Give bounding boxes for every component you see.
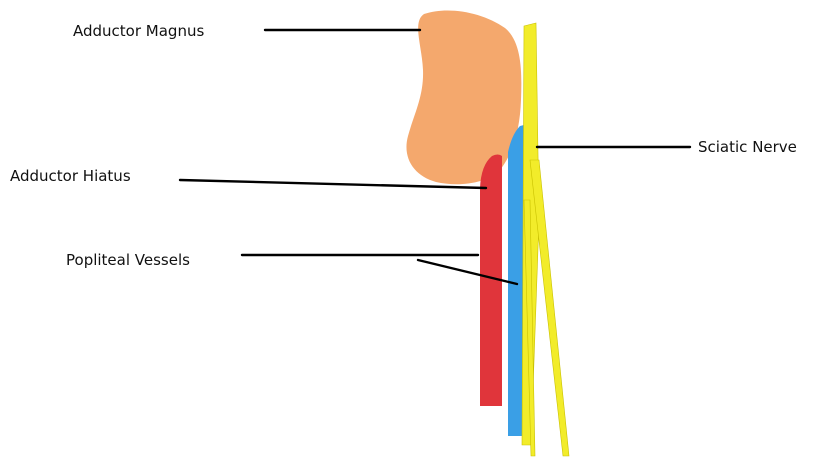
popliteal-vessels-leader-lower: [418, 260, 517, 284]
sciatic-nerve-label: Sciatic Nerve: [698, 138, 797, 156]
adductor-magnus-shape: [406, 10, 521, 184]
adductor-hiatus-label: Adductor Hiatus: [10, 167, 131, 185]
popliteal-vessels-label: Popliteal Vessels: [66, 251, 190, 269]
adductor-magnus-label: Adductor Magnus: [73, 22, 204, 40]
sciatic-nerve-shape: [522, 23, 569, 456]
